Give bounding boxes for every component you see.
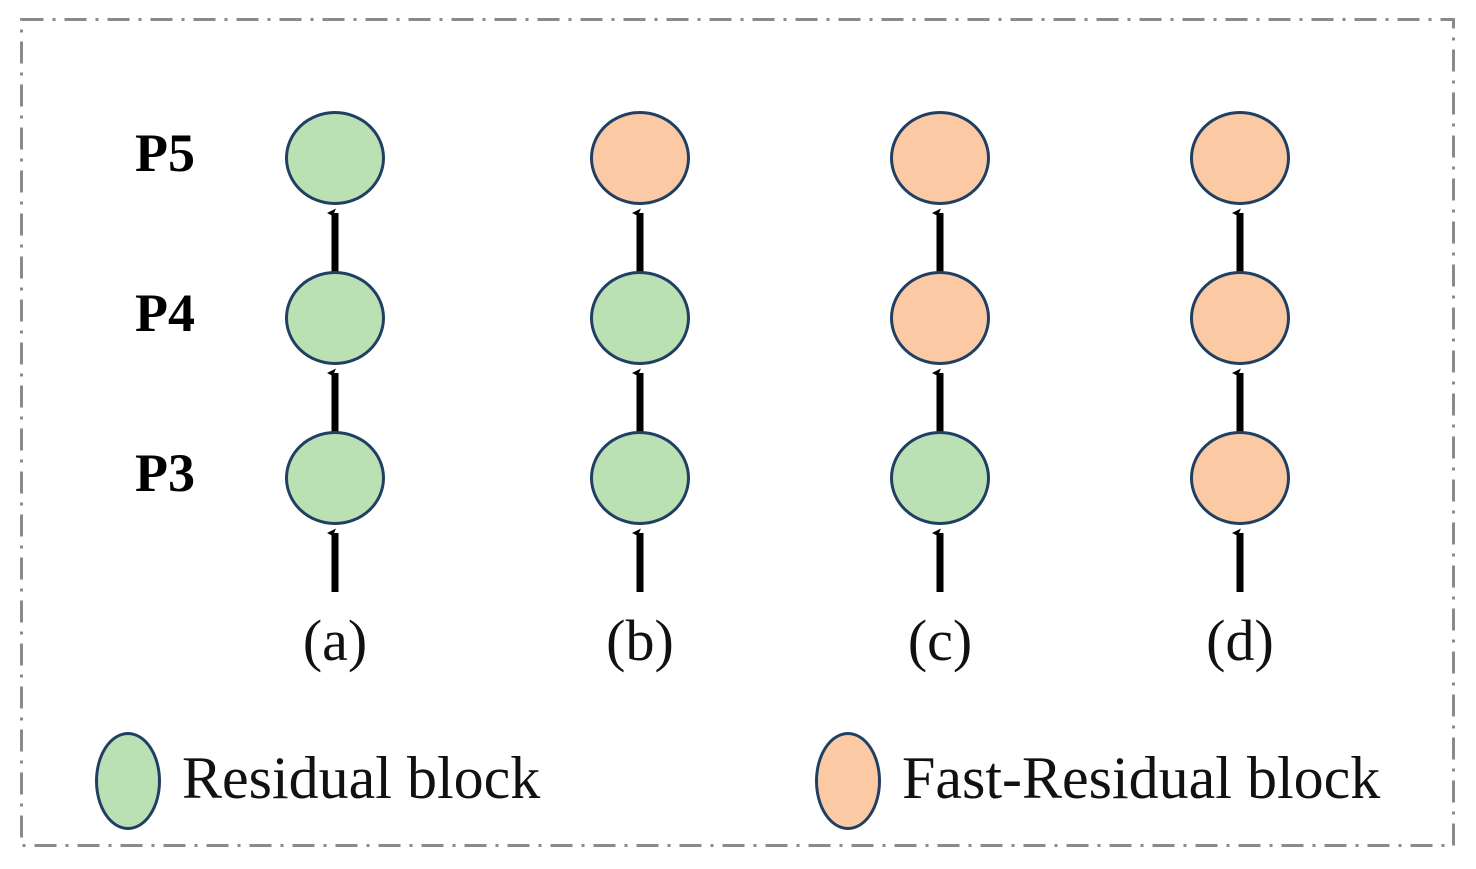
block-node-a-p4[interactable] [285, 271, 385, 365]
block-node-b-p4[interactable] [590, 271, 690, 365]
column-label-b: (b) [606, 608, 674, 673]
block-node-b-p5[interactable] [590, 111, 690, 205]
legend-label-fast-residual: Fast-Residual block [902, 745, 1381, 811]
column-label-a: (a) [302, 608, 368, 673]
block-node-d-p5[interactable] [1190, 111, 1290, 205]
block-node-a-p5[interactable] [285, 111, 385, 205]
block-node-c-p4[interactable] [890, 271, 990, 365]
row-label-p3: P3 [135, 443, 195, 503]
column-label-d: (d) [1206, 608, 1274, 673]
legend-label-residual: Residual block [182, 745, 541, 811]
block-node-a-p3[interactable] [285, 431, 385, 525]
block-node-d-p3[interactable] [1190, 431, 1290, 525]
block-node-d-p4[interactable] [1190, 271, 1290, 365]
block-node-c-p3[interactable] [890, 431, 990, 525]
column-label-c: (c) [907, 608, 973, 673]
row-label-p5: P5 [135, 123, 195, 183]
legend-swatch-residual [95, 732, 161, 830]
block-node-b-p3[interactable] [590, 431, 690, 525]
block-node-c-p5[interactable] [890, 111, 990, 205]
row-label-p4: P4 [135, 283, 195, 343]
legend-swatch-fast-residual [815, 732, 881, 830]
